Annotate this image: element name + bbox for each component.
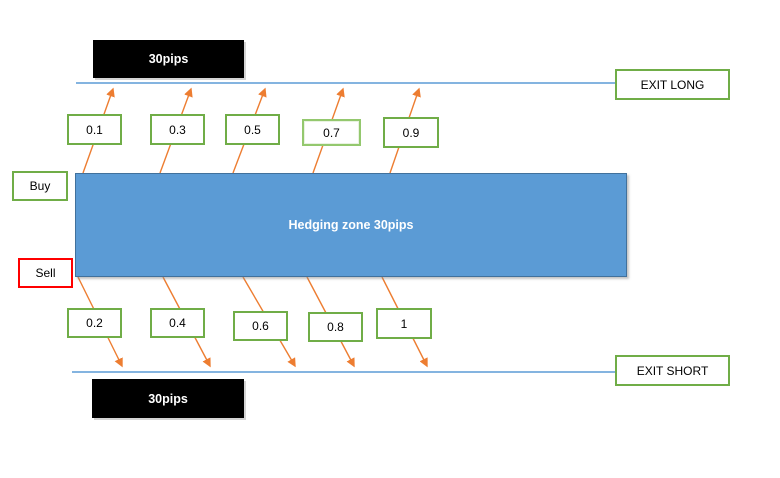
sell-level-box-1: 1 <box>376 308 432 339</box>
buy-level-box-0.3: 0.3 <box>150 114 205 145</box>
sell-level-box-0.2: 0.2 <box>67 308 122 338</box>
hedging-zone-text: Hedging zone 30pips <box>288 218 414 232</box>
buy-level-box-0.7: 0.7 <box>302 119 361 146</box>
sell-text: Sell <box>35 266 56 280</box>
bottom-pips-text: 30pips <box>148 391 188 406</box>
sell-tag-box: Sell <box>18 258 73 288</box>
exit-long-box: EXIT LONG <box>615 69 730 100</box>
level-label: 0.6 <box>252 319 269 333</box>
level-label: 0.4 <box>169 316 186 330</box>
level-label: 0.1 <box>86 122 103 137</box>
hedging-zone-rect: Hedging zone 30pips <box>75 173 627 277</box>
buy-text: Buy <box>29 179 51 193</box>
exit-short-text: EXIT SHORT <box>636 363 709 378</box>
exit-short-box: EXIT SHORT <box>615 355 730 386</box>
buy-level-box-0.1: 0.1 <box>67 114 122 145</box>
exit-long-text: EXIT LONG <box>640 77 705 92</box>
sell-level-box-0.8: 0.8 <box>308 312 363 342</box>
level-label: 0.7 <box>323 125 340 140</box>
level-label: 0.5 <box>244 122 261 137</box>
level-label: 0.3 <box>169 122 186 137</box>
buy-level-box-0.5: 0.5 <box>225 114 280 145</box>
sell-level-box-0.4: 0.4 <box>150 308 205 338</box>
level-label: 0.9 <box>402 125 420 140</box>
level-label: 0.2 <box>86 316 103 330</box>
buy-tag-box: Buy <box>12 171 68 201</box>
bottom-pips-label: 30pips <box>92 379 244 418</box>
level-label: 1 <box>400 316 408 331</box>
buy-level-box-0.9: 0.9 <box>383 117 439 148</box>
level-label: 0.8 <box>327 320 344 334</box>
top-pips-label: 30pips <box>93 40 244 78</box>
sell-level-box-0.6: 0.6 <box>233 311 288 341</box>
top-pips-text: 30pips <box>148 52 189 66</box>
